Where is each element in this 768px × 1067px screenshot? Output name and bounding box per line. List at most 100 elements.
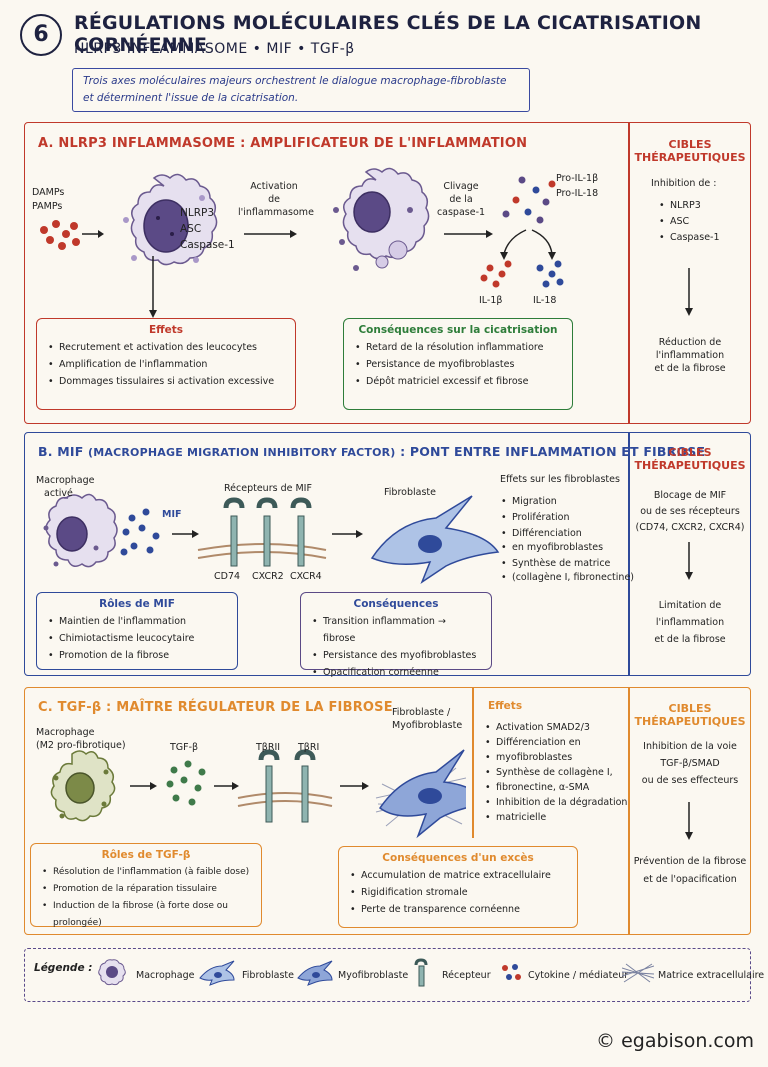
- cibles-c-title: CIBLES THÉRAPEUTIQUES: [634, 702, 746, 728]
- damps-label: DAMPs: [32, 187, 65, 198]
- mif-effet-item-cont: en myofibroblastes: [501, 540, 634, 556]
- tgfb-role-item: Résolution de l'inflammation (à faible d…: [42, 864, 251, 881]
- mif-cons-item: Opacification cornéenne: [312, 664, 481, 681]
- cibles-c-result: Prévention de la fibrose et de l'opacifi…: [632, 853, 748, 889]
- panel-a-divider: [628, 123, 630, 423]
- cibles-a-list: NLRP3 ASC Caspase-1: [659, 198, 720, 246]
- legend-label-myofibroblast: Myofibroblaste: [338, 970, 409, 981]
- section-b-title: B. MIF (MACROPHAGE MIGRATION INHIBITORY …: [38, 444, 705, 459]
- legend-box: [24, 948, 751, 1002]
- mif-diagram: [43, 493, 500, 584]
- clivage-line-3: caspase-1: [436, 207, 486, 218]
- receptor-tbri-icon: [294, 749, 316, 823]
- tgfb-cons-item: Rigidification stromale: [350, 884, 567, 901]
- legend-title: Légende :: [34, 962, 93, 974]
- activation-line-1: Activation: [250, 181, 298, 192]
- legend-label-cytokine: Cytokine / médiateur: [528, 970, 629, 981]
- legend-receptor-icon: [414, 958, 428, 987]
- cibles-a-title: CIBLES THÉRAPEUTIQUES: [634, 138, 746, 164]
- mif-effet-item: Différenciation: [501, 526, 634, 542]
- effet-item: Dommages tissulaires si activation exces…: [48, 373, 285, 390]
- clivage-label: Clivage de la caspase-1: [432, 180, 490, 219]
- tgfb-molecules-icon: [166, 760, 206, 806]
- tgfb-diagram: [50, 749, 466, 839]
- il18-label: IL-18: [533, 295, 557, 306]
- mif-effet-item-cont: (collagène I, fibronectine): [501, 570, 634, 586]
- legend-label-receptor: Récepteur: [442, 970, 491, 981]
- cibles-b-line: Blocage de MIF: [653, 490, 727, 501]
- cibles-c-line: Inhibition de la voie: [643, 741, 737, 752]
- pamps-label: PAMPs: [32, 201, 63, 212]
- receptor-cxcr4-icon: [290, 497, 312, 567]
- mif-role-item: Promotion de la fibrose: [48, 647, 227, 664]
- cibles-b-title: CIBLES THÉRAPEUTIQUES: [634, 446, 746, 472]
- tgfb-effet-item-cont: matricielle: [485, 810, 627, 825]
- tgfb-effets-list: Activation SMAD2/3 Différenciation en my…: [484, 720, 627, 825]
- section-a-title: A. NLRP3 INFLAMMASOME : AMPLIFICATEUR DE…: [38, 136, 528, 151]
- fibro-myofibro-label: Fibroblaste / Myofibroblaste: [392, 706, 462, 732]
- panel-tgfb: [24, 687, 751, 935]
- legend-matrix-icon: [622, 963, 654, 983]
- tgfb-role-item: Induction de la fibrose (à forte dose ou…: [42, 898, 251, 932]
- mif-effet-item: Synthèse de matrice: [501, 556, 634, 572]
- macrophage-activated-icon: [333, 167, 430, 271]
- cible-item: Caspase-1: [659, 230, 719, 246]
- legend-fibroblast-icon: [199, 960, 235, 986]
- cibles-b-text: Blocage de MIF ou de ses récepteurs (CD7…: [632, 488, 748, 536]
- nlrp3-cell-labels: NLRP3 ASC Caspase-1: [180, 205, 235, 253]
- mif-consequences-box: Conséquences Transition inflammation → f…: [300, 592, 492, 681]
- page-title: RÉGULATIONS MOLÉCULAIRES CLÉS DE LA CICA…: [74, 12, 702, 56]
- mif-role-item: Chimiotactisme leucocytaire: [48, 630, 227, 647]
- cibles-c-result-line: Prévention de la fibrose: [633, 856, 747, 867]
- section-c-title-prefix: C. TGF-β :: [38, 700, 112, 715]
- fibroblaste-label: Fibroblaste: [384, 487, 436, 498]
- tgfb-consequences-box: Conséquences d'un excès Accumulation de …: [338, 846, 578, 928]
- consequence-item: Retard de la résolution inflammatiore: [355, 339, 562, 356]
- tgfb-roles-title: Rôles de TGF-β: [101, 849, 191, 861]
- panel-c-inner-divider: [472, 688, 474, 838]
- mif-roles-box: Rôles de MIF Maintien de l'inflammation …: [36, 592, 238, 670]
- tgfb-cons-title: Conséquences d'un excès: [382, 852, 534, 864]
- effet-item: Recrutement et activation des leucocytes: [48, 339, 285, 356]
- legend-label-fibroblast: Fibroblaste: [242, 970, 294, 981]
- mif-role-item: Maintien de l'inflammation: [48, 613, 227, 630]
- cibles-a-intro: Inhibition de :: [651, 178, 717, 189]
- mif-effet-item: Prolifération: [501, 510, 634, 526]
- tgfb-effet-item-cont: fibronectine, α-SMA: [485, 780, 627, 795]
- mif-label: MIF: [162, 509, 182, 520]
- receptor-label-tbrii: TβRII: [256, 742, 281, 753]
- section-b-title-paren: (MACROPHAGE MIGRATION INHIBITORY FACTOR): [88, 446, 396, 459]
- il1b-molecules-icon: [480, 260, 512, 288]
- il18-molecules-icon: [536, 260, 564, 288]
- mif-effet-item: Migration: [501, 494, 634, 510]
- intro-line-2: et déterminent l'issue de la cicatrisati…: [83, 92, 299, 104]
- cibles-a-result-2: et de la fibrose: [654, 363, 726, 374]
- mif-roles-title: Rôles de MIF: [99, 598, 175, 610]
- cible-item: ASC: [659, 214, 720, 230]
- page-subtitle: NLRP3 INFLAMMASOME • MIF • TGF-β: [74, 41, 355, 57]
- cell-label-asc: ASC: [180, 223, 202, 235]
- tgfb-cons-item: Accumulation de matrice extracellulaire: [350, 867, 567, 884]
- activation-line-2: de: [268, 194, 280, 205]
- cibles-b-result-line: Limitation de: [658, 600, 722, 611]
- cibles-a-result: Réduction de l'inflammation et de la fib…: [634, 336, 746, 375]
- activation-line-3: l'inflammasome: [238, 207, 314, 218]
- cibles-b-result: Limitation de l'inflammation et de la fi…: [632, 597, 748, 648]
- tgfb-effet-item-cont: myofibroblastes: [485, 750, 627, 765]
- tgfb-role-item: Promotion de la réparation tissulaire: [42, 881, 251, 898]
- receptors-title: Récepteurs de MIF: [224, 483, 312, 494]
- macrophage-active-line-2: activé: [44, 488, 73, 499]
- copyright-text: © egabison.com: [596, 1030, 754, 1052]
- tgfb-cons-item: Perte de transparence cornéenne: [350, 901, 567, 918]
- macrophage-m2-line-2: (M2 pro-fibrotique): [36, 740, 126, 751]
- macrophage-m2-line-1: Macrophage: [36, 727, 95, 738]
- receptor-label-cxcr2: CXCR2: [252, 571, 284, 582]
- legend-cytokine-icon: [502, 964, 521, 980]
- nlrp3-effets-box: Effets Recrutement et activation des leu…: [36, 318, 296, 410]
- cibles-a-result-1: Réduction de l'inflammation: [655, 337, 725, 361]
- tgfb-roles-box: Rôles de TGF-β Résolution de l'inflammat…: [30, 843, 262, 928]
- cibles-c-arrow-icon: [685, 802, 693, 840]
- section-b-title-prefix: B. MIF: [38, 444, 84, 459]
- mif-effets-list: Migration Prolifération Différenciation …: [500, 494, 634, 586]
- tgfb-label: TGF-β: [170, 742, 199, 753]
